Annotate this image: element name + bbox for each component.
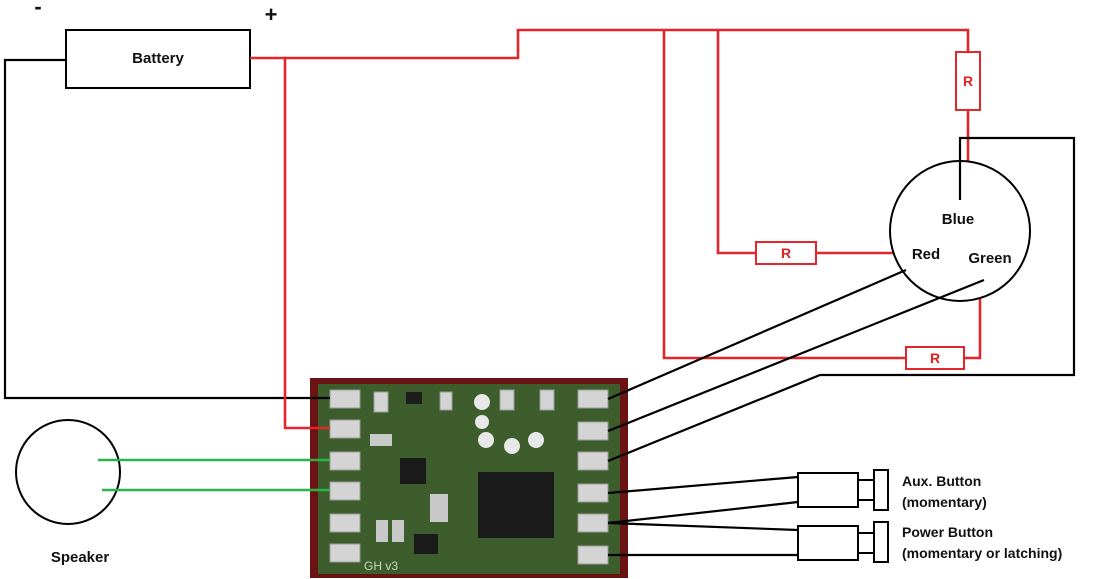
board-pad-right-3: [577, 451, 609, 471]
board-via-3: [478, 432, 494, 448]
led-red-label: Red: [912, 246, 940, 263]
power-button-cap: [873, 521, 889, 563]
led-blue-label: Blue: [942, 211, 975, 228]
board-pad-left-4: [329, 481, 361, 501]
battery-minus-sign: -: [34, 0, 41, 19]
board-pad-left-5: [329, 513, 361, 533]
aux-button-label-line1: Aux. Button: [902, 473, 981, 489]
sound-board: GH v3: [310, 378, 628, 578]
board-component-cap-5: [430, 494, 448, 522]
resistor-top-label: R: [963, 73, 973, 89]
board-pad-right-5: [577, 513, 609, 533]
green-signal-wire: [607, 278, 985, 433]
aux-button-stem: [857, 479, 875, 501]
board-chip-bottom: [414, 534, 438, 554]
battery-plus-sign: +: [265, 2, 278, 27]
blue-signal-wire: [607, 136, 1076, 463]
board-via-1: [474, 394, 490, 410]
battery-box: [65, 29, 251, 89]
board-via-5: [528, 432, 544, 448]
power-button-stem: [857, 532, 875, 554]
positive-wire-to-board: [250, 56, 330, 430]
board-pad-left-2: [329, 419, 361, 439]
aux-button-wire-1: [607, 475, 799, 495]
board-via-2: [475, 415, 489, 429]
board-pad-right-2: [577, 421, 609, 441]
board-pad-left-3: [329, 451, 361, 471]
aux-button-body: [797, 472, 859, 508]
aux-button-wire-2: [607, 500, 799, 525]
board-pcb: [318, 384, 620, 574]
board-component-cap-3: [499, 389, 515, 411]
positive-wire-green-led: [662, 30, 906, 360]
power-button-body: [797, 525, 859, 561]
board-pad-left-1: [329, 389, 361, 409]
red-signal-wire: [607, 268, 907, 401]
board-pad-right-6: [577, 545, 609, 565]
board-component-cap-2: [439, 391, 453, 411]
board-via-4: [504, 438, 520, 454]
aux-button-label-line2: (momentary): [902, 494, 987, 510]
board-chip-main: [478, 472, 554, 538]
board-pad-left-6: [329, 543, 361, 563]
board-pad-right-1: [577, 389, 609, 409]
board-pad-right-4: [577, 483, 609, 503]
power-button-wire-1: [607, 521, 799, 532]
power-button-label-line2: (momentary or latching): [902, 545, 1062, 561]
board-component-ic-small: [406, 392, 422, 404]
aux-button-cap: [873, 469, 889, 511]
resistor-top: [955, 51, 981, 111]
resistor-bottom: [905, 346, 965, 370]
positive-wire-red-led: [716, 30, 756, 255]
battery-label: Battery: [132, 50, 184, 67]
board-chip-small: [400, 458, 426, 484]
green-led-wire: [964, 276, 982, 360]
resistor-middle-label: R: [781, 245, 791, 261]
speaker-label: Speaker: [51, 549, 110, 566]
board-component-resistor: [370, 434, 392, 446]
speaker: [15, 419, 121, 525]
power-button-label-line1: Power Button: [902, 524, 993, 540]
board-component-cap-1: [373, 391, 389, 413]
board-component-cap-7: [392, 520, 404, 542]
resistor-middle: [755, 241, 817, 265]
negative-wire: [3, 58, 330, 400]
positive-wire-bus: [285, 28, 970, 60]
board-silkscreen: GH v3: [364, 559, 398, 573]
resistor-bottom-label: R: [930, 350, 940, 366]
board-component-cap-4: [539, 389, 555, 411]
led-green-label: Green: [968, 250, 1011, 267]
board-component-cap-6: [376, 520, 388, 542]
